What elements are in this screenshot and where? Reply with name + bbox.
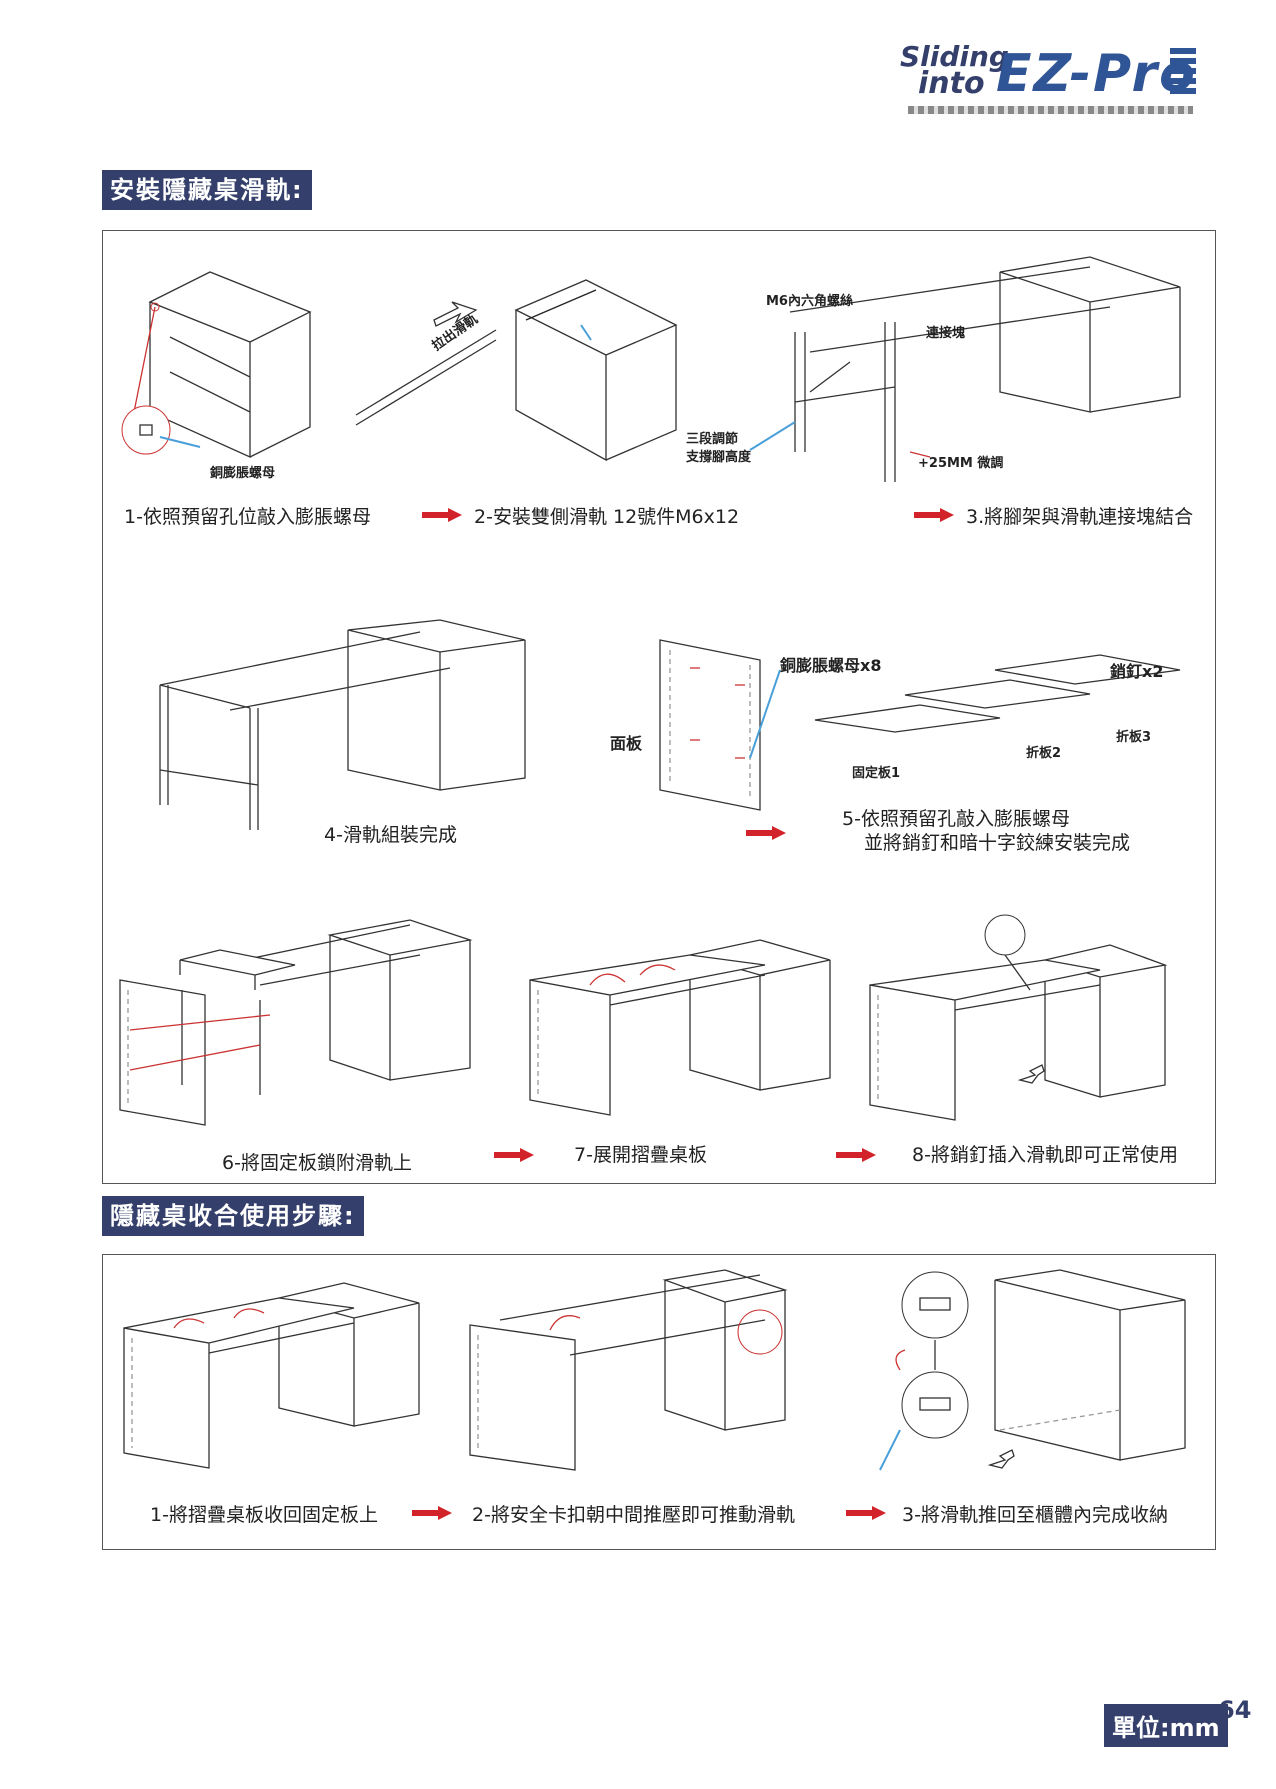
install-step-8: 8-將銷釘插入滑軌即可正常使用 xyxy=(912,1144,1178,1166)
arrow-right-icon xyxy=(746,826,786,840)
label-fine-tune: +25MM 微調 xyxy=(918,456,1004,471)
label-fold3: 折板3 xyxy=(1116,730,1152,745)
arrow-right-icon xyxy=(422,508,462,522)
label-panel: 面板 xyxy=(610,734,643,753)
install-step-3: 3.將腳架與滑軌連接塊結合 xyxy=(966,506,1194,528)
step2-illustration xyxy=(355,279,678,462)
label-fixed1: 固定板1 xyxy=(852,766,901,781)
label-leg-adjust-1: 三段調節 xyxy=(686,432,739,447)
install-step-5a: 5-依照預留孔敲入膨脹螺母 xyxy=(842,808,1070,830)
install-step-5b: 並將銷釘和暗十字鉸練安裝完成 xyxy=(864,832,1131,854)
logo-brand: EZ-Pro xyxy=(996,44,1197,104)
step6-illustration xyxy=(119,919,473,1126)
fold-step-2: 2-將安全卡扣朝中間推壓即可推動滑軌 xyxy=(472,1504,795,1526)
step3-illustration xyxy=(749,256,1181,482)
step7-illustration xyxy=(529,939,831,1116)
step5-illustration xyxy=(659,639,1181,811)
logo-word-sliding: Sliding xyxy=(900,40,1009,73)
label-connector: 連接塊 xyxy=(926,326,966,341)
label-hex-screw: M6內六角螺絲 xyxy=(766,294,853,309)
arrow-right-icon xyxy=(412,1506,452,1520)
arrow-right-icon xyxy=(914,508,954,522)
install-step-7: 7-展開摺疊桌板 xyxy=(574,1144,707,1166)
label-leg-adjust-2: 支撐腳高度 xyxy=(686,450,752,465)
logo-bars xyxy=(1170,48,1196,104)
fold-step2-illustration xyxy=(469,1269,788,1471)
install-step-1: 1-依照預留孔位敲入膨脹螺母 xyxy=(124,506,371,528)
fold-steps-panel xyxy=(102,1254,1216,1550)
install-step-4: 4-滑軌組裝完成 xyxy=(324,824,457,846)
fold-step1-illustration xyxy=(123,1282,420,1469)
unit-badge: 單位:mm xyxy=(1104,1704,1228,1747)
label-pin-x2: 銷釘x2 xyxy=(1110,662,1164,681)
arrow-right-icon xyxy=(494,1148,534,1162)
step4-illustration xyxy=(159,619,526,830)
step1-illustration xyxy=(121,271,312,459)
page-number: 64 xyxy=(1218,1696,1252,1724)
arrow-right-icon xyxy=(846,1506,886,1520)
arrow-right-icon xyxy=(836,1148,876,1162)
fold-step3-illustration xyxy=(879,1269,1186,1471)
label-nut-x8: 銅膨脹螺母x8 xyxy=(780,656,882,675)
fold-step-1: 1-將摺疊桌板收回固定板上 xyxy=(150,1504,378,1526)
logo-rail-graphic xyxy=(908,106,1193,114)
label-fold2: 折板2 xyxy=(1026,746,1062,761)
section-title-install: 安裝隱藏桌滑軌: xyxy=(102,170,312,210)
logo-word-into: into xyxy=(918,66,985,101)
install-steps-panel xyxy=(102,230,1216,1184)
install-step-6: 6-將固定板鎖附滑軌上 xyxy=(222,1152,412,1174)
step8-illustration xyxy=(869,914,1168,1121)
section-title-fold: 隱藏桌收合使用步驟: xyxy=(102,1196,364,1236)
install-step-2: 2-安裝雙側滑軌 12號件M6x12 xyxy=(474,506,740,528)
fold-step-3: 3-將滑軌推回至櫃體內完成收納 xyxy=(902,1504,1168,1526)
label-nut: 銅膨脹螺母 xyxy=(210,466,276,481)
brand-logo: Sliding into EZ-Pro xyxy=(898,36,1198,120)
